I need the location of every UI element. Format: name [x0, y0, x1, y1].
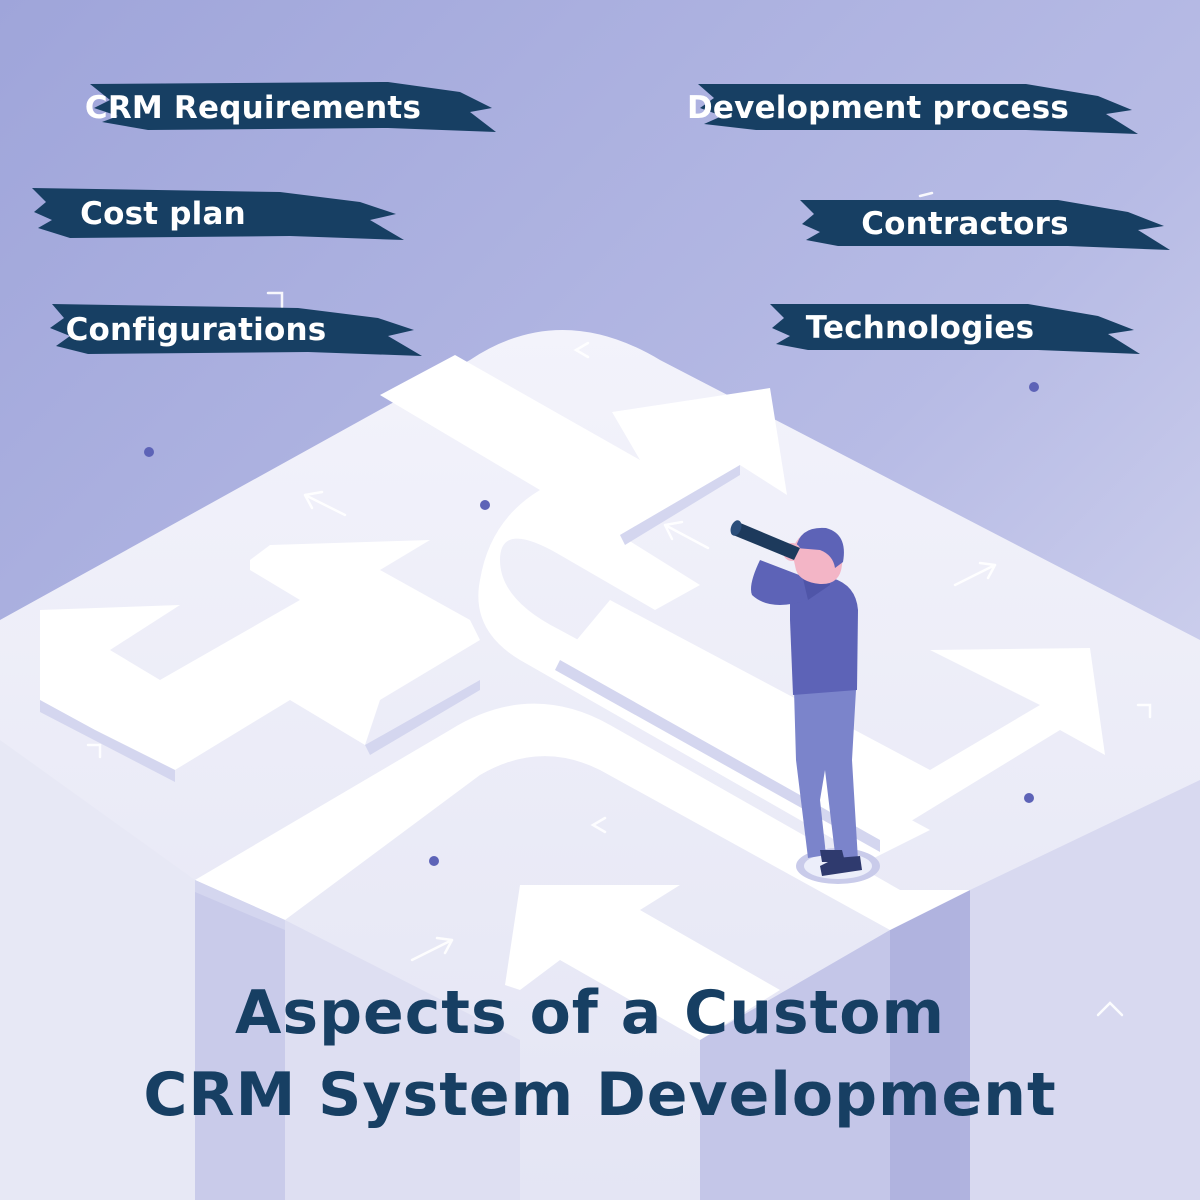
tag-label: Configurations	[65, 312, 327, 348]
brush-stroke-icon	[32, 188, 404, 240]
page-title: Aspects of a Custom CRM System Developme…	[0, 972, 1200, 1136]
tag-label: Development process	[687, 90, 1069, 126]
tag-cost-plan: Cost plan	[30, 184, 406, 244]
title-line-1: Aspects of a Custom	[234, 978, 946, 1048]
brush-stroke-icon	[770, 304, 1140, 354]
tag-label: Contractors	[861, 206, 1069, 242]
tag-label: Technologies	[805, 310, 1035, 346]
tag-label: Cost plan	[80, 196, 246, 232]
person-with-spyglass-icon	[730, 520, 880, 884]
tag-crm-requirements: CRM Requirements	[85, 78, 498, 138]
brush-stroke-icon	[800, 200, 1170, 250]
tag-configurations: Configurations	[48, 300, 424, 360]
tag-contractors: Contractors	[798, 194, 1172, 254]
tag-label: CRM Requirements	[84, 90, 422, 126]
brush-stroke-icon	[90, 82, 496, 132]
title-line-2: CRM System Development	[143, 1060, 1057, 1130]
tag-development-process: Development process	[687, 78, 1140, 138]
brush-stroke-icon	[50, 304, 422, 356]
brush-stroke-icon	[698, 84, 1138, 134]
tag-technologies: Technologies	[768, 298, 1142, 358]
